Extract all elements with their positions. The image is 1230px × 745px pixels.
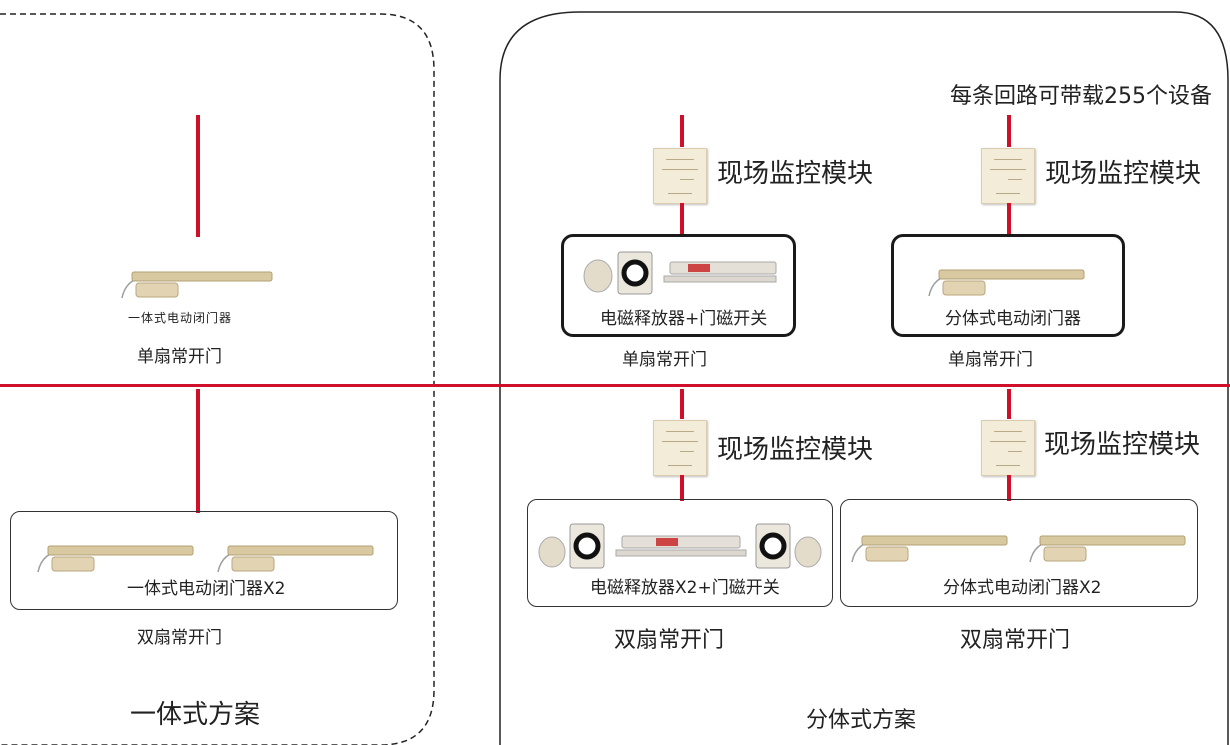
double-b-door-caption: 双扇常开门: [960, 628, 1071, 653]
feed-line-d-top: [1007, 389, 1011, 419]
double-b-device-label: 分体式电动闭门器X2: [940, 580, 1105, 597]
left-scheme-title: 一体式方案: [130, 700, 261, 730]
magnetic-release-icon: [583, 251, 777, 295]
door-closer-icon: [928, 269, 1085, 297]
right-scheme-title: 分体式方案: [806, 708, 917, 733]
feed-line-c-top: [680, 389, 684, 419]
door-closer-icon: [37, 545, 194, 573]
monitor-module-icon: [981, 148, 1035, 204]
feed-line-c-mid: [680, 475, 684, 501]
magnetic-release-icon: [538, 523, 822, 569]
feed-line-d-mid: [1007, 475, 1011, 501]
left-feed-line-bottom: [196, 389, 200, 513]
door-closer-icon: [851, 535, 1008, 563]
capacity-note: 每条回路可带载255个设备: [950, 84, 1212, 109]
feed-line-b-top: [1007, 115, 1011, 147]
monitor-module-icon: [653, 420, 707, 476]
single-a-device-box: [561, 234, 796, 337]
feed-line-b-mid: [1007, 203, 1011, 236]
single-b-device-label: 分体式电动闭门器: [942, 311, 1084, 328]
door-closer-icon: [217, 545, 374, 573]
left-feed-line-top: [196, 115, 200, 237]
double-a-door-caption: 双扇常开门: [614, 628, 725, 653]
double-a-device-box: [527, 499, 833, 607]
left-double-device-box: [10, 511, 398, 610]
monitor-module-label: 现场监控模块: [717, 159, 874, 189]
right-panel-border: [499, 11, 1229, 745]
feed-line-a-mid: [680, 203, 684, 236]
left-panel-border: [0, 13, 435, 745]
single-a-door-caption: 单扇常开门: [622, 350, 707, 370]
door-closer-icon: [1029, 535, 1186, 563]
double-a-device-label: 电磁释放器X2+门磁开关: [587, 580, 783, 597]
single-b-door-caption: 单扇常开门: [948, 350, 1033, 370]
monitor-module-label: 现场监控模块: [1045, 159, 1202, 189]
door-closer-icon: [121, 271, 273, 299]
single-b-device-box: [891, 234, 1125, 337]
left-double-door-caption: 双扇常开门: [137, 628, 222, 648]
monitor-module-icon: [653, 148, 707, 204]
double-b-device-box: [840, 499, 1198, 607]
monitor-module-label: 现场监控模块: [1044, 430, 1201, 460]
bus-divider-line: [0, 384, 1230, 387]
monitor-module-icon: [981, 420, 1035, 476]
monitor-module-label: 现场监控模块: [717, 435, 874, 465]
left-double-device-label: 一体式电动闭门器X2: [124, 581, 289, 598]
left-single-door-caption: 单扇常开门: [137, 347, 222, 367]
left-single-device-label: 一体式电动闭门器: [128, 311, 233, 325]
single-a-device-label: 电磁释放器+门磁开关: [597, 311, 771, 328]
feed-line-a-top: [680, 115, 684, 147]
